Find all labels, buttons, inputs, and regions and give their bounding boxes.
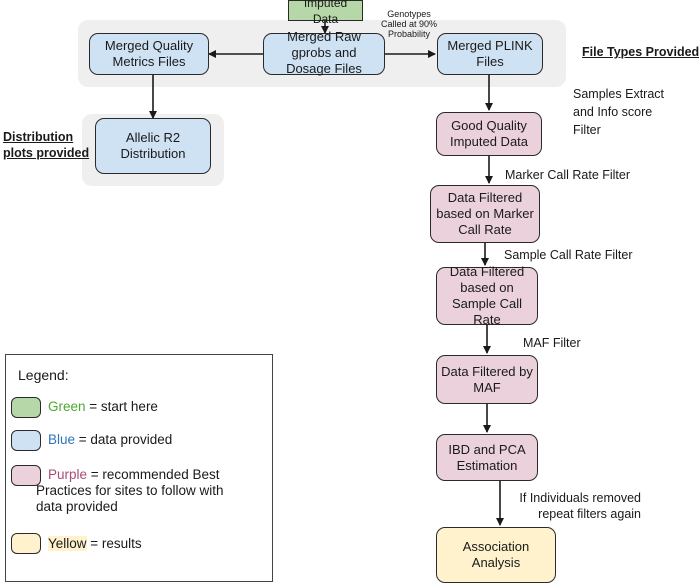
- merged-plink-node: Merged PLINK Files: [437, 33, 543, 75]
- legend-green-word: Green: [48, 399, 86, 414]
- good-quality-node: Good Quality Imputed Data: [436, 112, 542, 156]
- marker-call-rate-label: Marker Call Rate Filter: [505, 168, 631, 182]
- legend-green-text: Green = start here: [48, 399, 158, 415]
- maf-filtered-node: Data Filtered by MAF: [436, 355, 538, 404]
- repeat-label: If Individuals removed repeat filters ag…: [519, 491, 641, 521]
- legend-yellow-desc: = results: [86, 536, 142, 551]
- genotypes-label: Genotypes Called at 90% Probability: [380, 9, 438, 39]
- legend-purple-text: Purple = recommended Best Practices for …: [36, 467, 224, 515]
- sample-filtered-node: Data Filtered based on Sample Call Rate: [436, 264, 538, 327]
- ibd-pca-node: IBD and PCA Estimation: [436, 434, 538, 481]
- legend-blue-swatch: [11, 430, 41, 451]
- legend-blue-word: Blue: [48, 432, 76, 447]
- legend-green-desc: = start here: [85, 399, 158, 414]
- merged-quality-node: Merged Quality Metrics Files: [89, 33, 209, 75]
- legend-title: Legend:: [18, 367, 69, 383]
- imputed-data-node: Imputed Data: [288, 0, 363, 26]
- legend: Legend: Green = start here Blue = data p…: [5, 354, 273, 582]
- association-node: Association Analysis: [436, 527, 556, 583]
- legend-purple-swatch: [11, 465, 41, 486]
- distribution-heading: Distribution plots provided: [3, 130, 90, 160]
- samples-extract-label: Samples Extract and Info score Filter: [573, 87, 665, 137]
- legend-yellow-text: Yellow = results: [48, 536, 142, 552]
- legend-purple-desc: = recommended Best Practices for sites t…: [36, 467, 224, 514]
- legend-blue-desc: = data provided: [75, 432, 173, 447]
- file-types-heading: File Types Provided: [582, 45, 699, 59]
- legend-yellow-swatch: [11, 533, 41, 554]
- legend-blue-text: Blue = data provided: [48, 432, 172, 448]
- legend-green-swatch: [11, 397, 41, 418]
- allelic-r2-node: Allelic R2 Distribution: [95, 118, 211, 174]
- maf-filter-label: MAF Filter: [523, 336, 581, 350]
- merged-raw-node: Merged Raw gprobs and Dosage Files: [263, 29, 385, 76]
- sample-call-rate-label: Sample Call Rate Filter: [504, 248, 633, 262]
- legend-yellow-word: Yellow: [48, 536, 87, 551]
- marker-filtered-node: Data Filtered based on Marker Call Rate: [430, 185, 540, 243]
- legend-purple-word: Purple: [48, 467, 88, 482]
